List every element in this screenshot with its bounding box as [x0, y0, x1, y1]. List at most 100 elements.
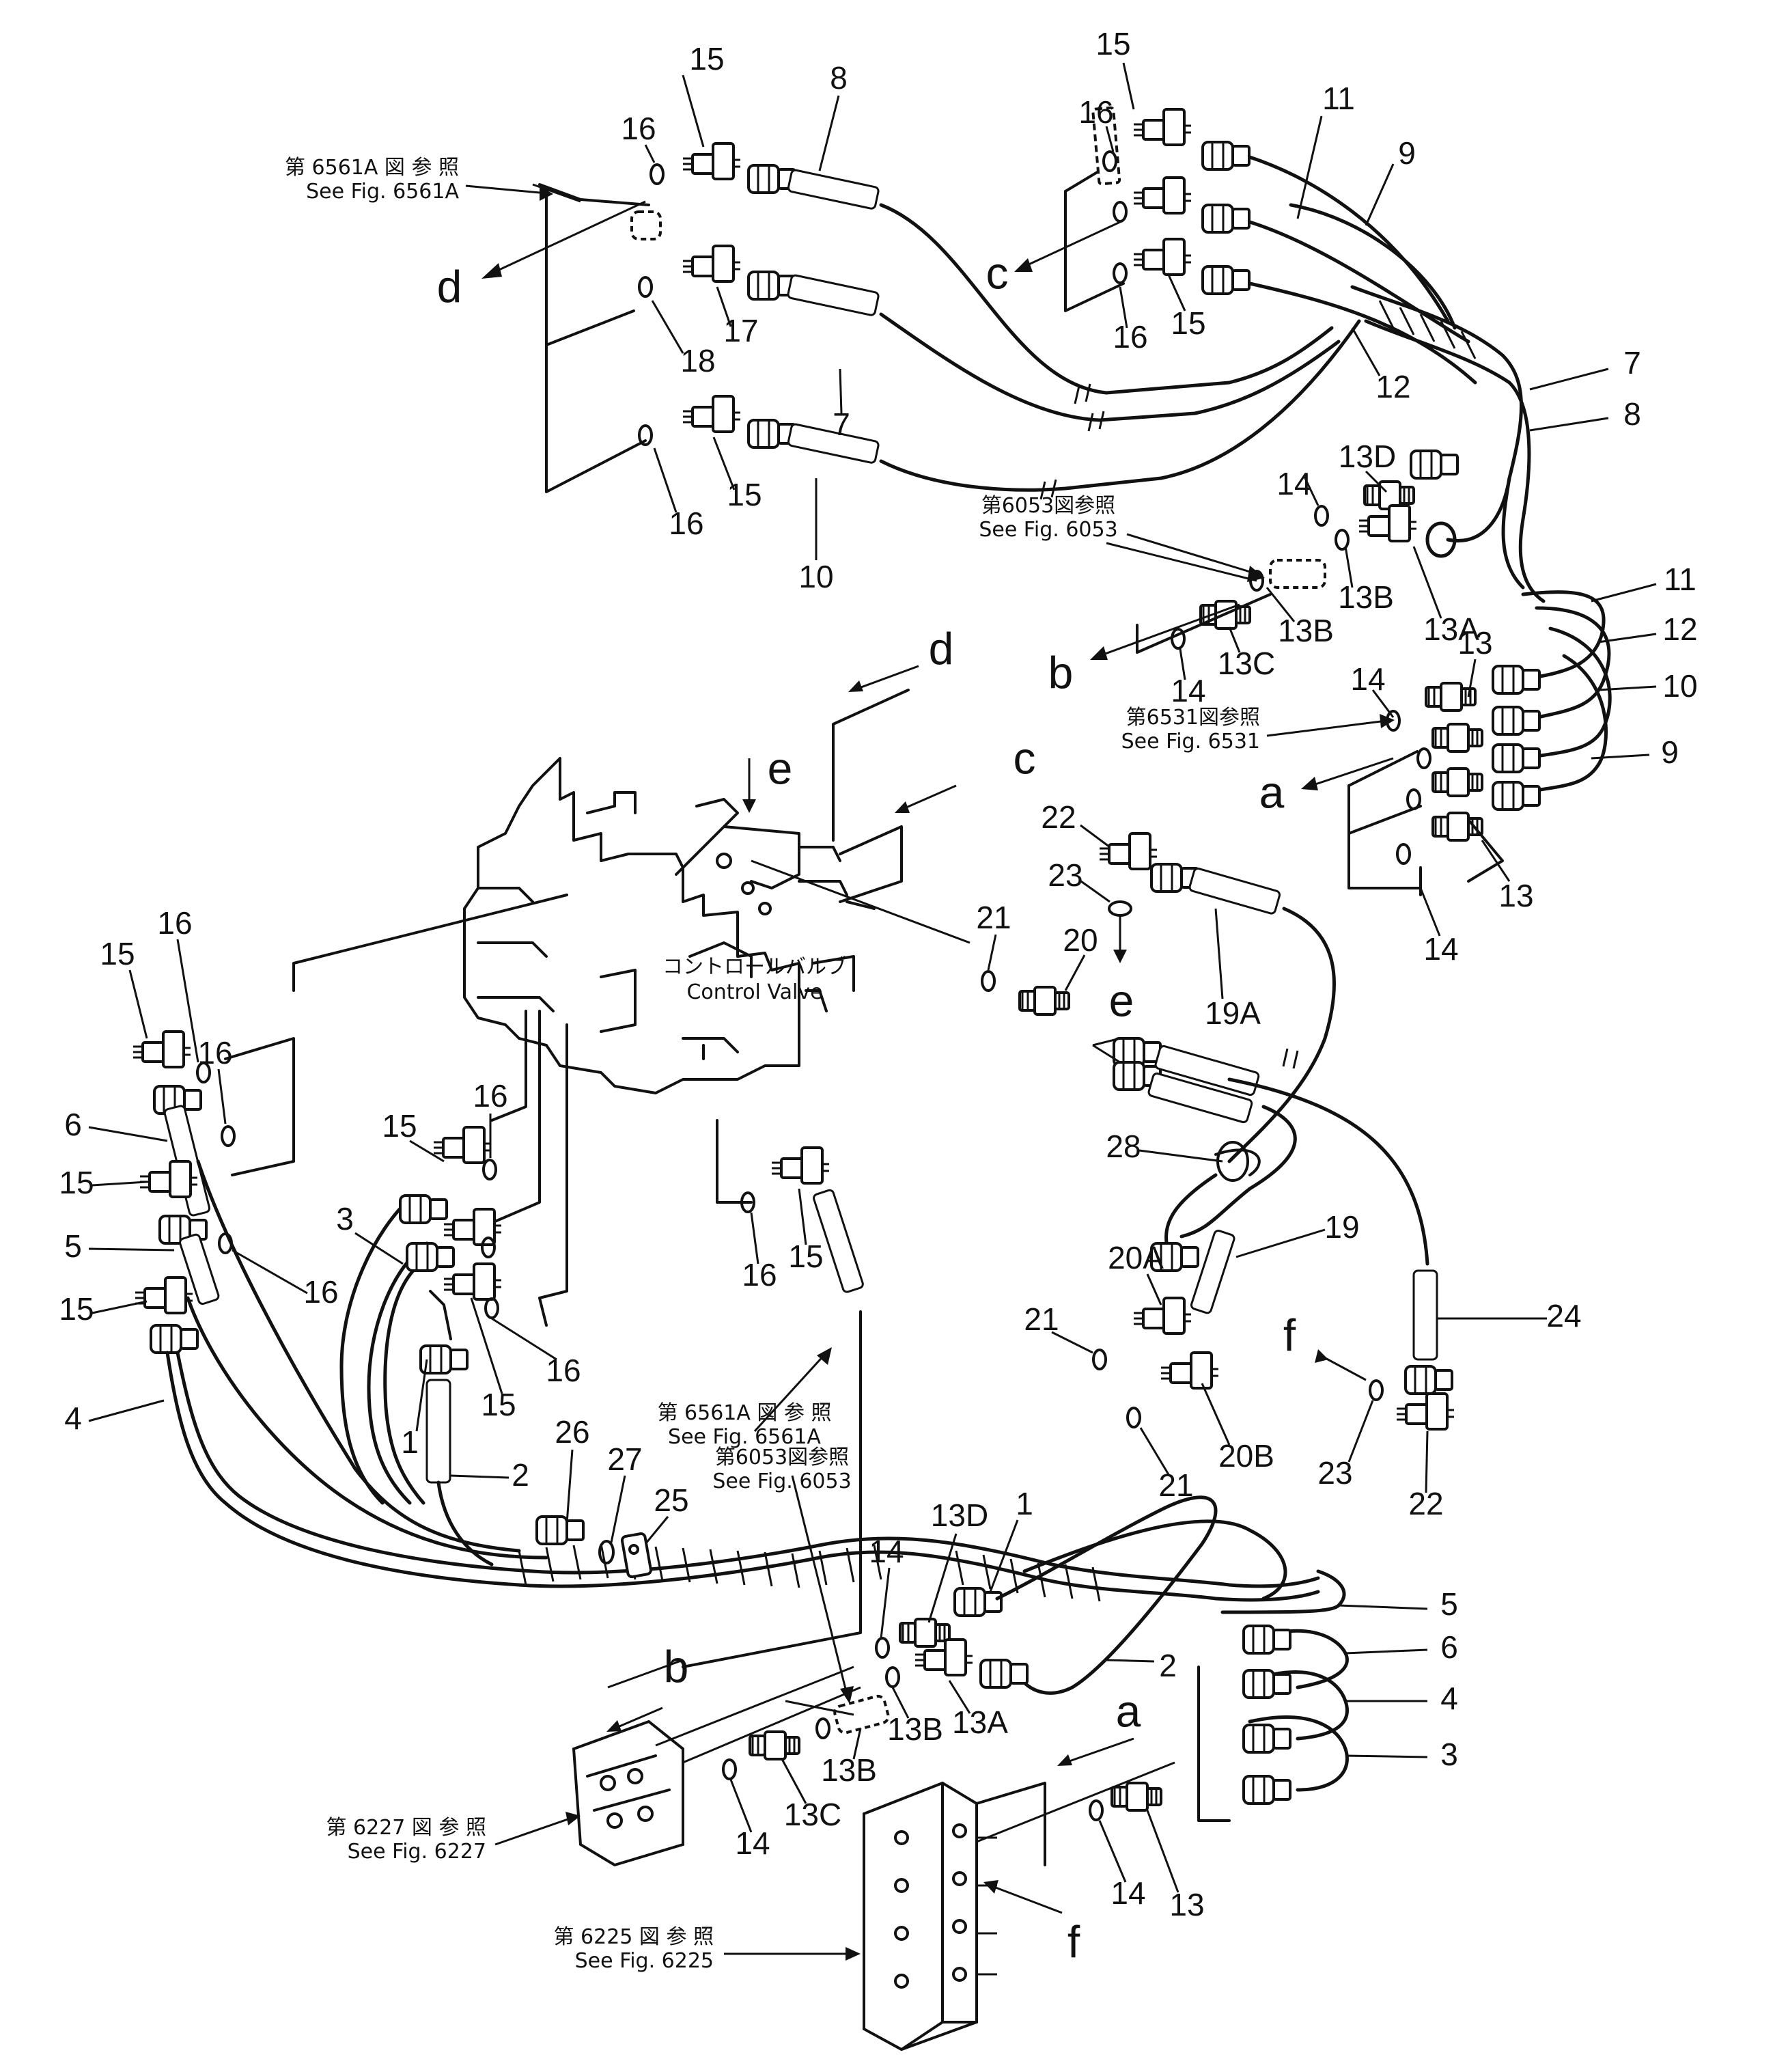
callout-15: 15: [1095, 26, 1130, 61]
middle-right-hose-group: [981, 832, 1455, 1431]
callout-leaders: [88, 62, 1657, 1893]
callout-27: 27: [607, 1441, 642, 1477]
callout-15: 15: [59, 1165, 94, 1200]
callout-9: 9: [1661, 734, 1679, 770]
callout-20A: 20A: [1108, 1240, 1164, 1275]
ref-6531-jp: 第6531図参照: [1126, 706, 1260, 730]
callout-4: 4: [1440, 1681, 1458, 1716]
callout-16: 16: [669, 506, 703, 541]
callout-23: 23: [1048, 857, 1082, 893]
control-valve-en: Control Valve: [686, 980, 822, 1004]
callout-9: 9: [1398, 135, 1416, 171]
callout-14: 14: [1171, 673, 1205, 708]
pilot-block-6227: [572, 1666, 861, 1867]
ref-6561A-en: See Fig. 6561A: [668, 1425, 821, 1449]
callout-16: 16: [303, 1274, 338, 1310]
callout-13C: 13C: [784, 1797, 841, 1832]
callout-28: 28: [1106, 1129, 1141, 1164]
callout-15: 15: [727, 477, 762, 512]
figure-references: 第 6561A 図 参 照 See Fig. 6561A 第6053図参照 Se…: [285, 156, 1260, 1973]
callout-16: 16: [473, 1078, 507, 1114]
callout-6: 6: [1440, 1629, 1458, 1665]
ref-6561A-jp: 第 6561A 図 参 照: [285, 156, 459, 180]
callout-6: 6: [64, 1107, 82, 1142]
reference-leaders: [465, 184, 1395, 1961]
top-right-hose-group: [1064, 106, 1546, 654]
callout-2: 2: [512, 1457, 529, 1493]
letter-a: a: [1259, 766, 1285, 817]
callout-15: 15: [100, 936, 135, 971]
ref-6225-en: See Fig. 6225: [575, 1949, 714, 1973]
callout-13A: 13A: [1423, 611, 1479, 647]
callout-14: 14: [1350, 661, 1385, 697]
callout-13B: 13B: [1278, 613, 1334, 648]
ref-6053-jp: 第6053図参照: [981, 494, 1115, 518]
letter-c: c: [986, 247, 1009, 298]
callout-13: 13: [1498, 878, 1533, 913]
callout-16: 16: [621, 111, 656, 146]
ref-6225-jp: 第 6225 図 参 照: [554, 1925, 714, 1949]
left-hose-group: [132, 1030, 1320, 1602]
callout-16: 16: [197, 1035, 232, 1070]
letter-d: d: [929, 623, 954, 674]
callout-16: 16: [1078, 94, 1113, 130]
arrow-f-upper: [1321, 1355, 1367, 1381]
letter-e: e: [1109, 975, 1134, 1025]
section-letters: d c b a d c e e f b a f: [437, 247, 1296, 1967]
bottom-fitting-group: [607, 1310, 1287, 1780]
callout-15: 15: [59, 1291, 94, 1327]
callout-14: 14: [1110, 1875, 1145, 1911]
section-arrows: [481, 200, 1394, 1914]
ref-6227-jp: 第 6227 図 参 照: [326, 1816, 487, 1840]
callout-24: 24: [1546, 1298, 1581, 1334]
callout-25: 25: [654, 1482, 688, 1518]
callout-16: 16: [157, 905, 192, 941]
callout-21: 21: [976, 900, 1011, 935]
ref-6053-en: See Fig. 6053: [712, 1469, 851, 1493]
callout-14: 14: [735, 1825, 770, 1861]
callout-4: 4: [64, 1400, 82, 1436]
callout-15: 15: [1171, 305, 1205, 341]
callout-20: 20: [1063, 922, 1098, 958]
ref-6561A-jp: 第 6561A 図 参 照: [657, 1401, 831, 1425]
callout-13D: 13D: [931, 1497, 988, 1533]
callout-10: 10: [1662, 668, 1697, 704]
ref-6531-en: See Fig. 6531: [1121, 730, 1260, 754]
letter-d: d: [437, 261, 462, 312]
control-valve-jp: コントロールバルブ: [662, 955, 847, 979]
letter-f: f: [1067, 1916, 1080, 1967]
callout-18: 18: [680, 343, 715, 378]
callout-26: 26: [555, 1414, 589, 1450]
callout-16: 16: [742, 1257, 777, 1293]
callout-2: 2: [1159, 1648, 1177, 1683]
callout-5: 5: [64, 1228, 82, 1264]
callout-12: 12: [1375, 369, 1410, 404]
callout-23: 23: [1317, 1455, 1352, 1491]
callout-16: 16: [546, 1353, 581, 1388]
letter-e: e: [768, 743, 793, 793]
callout-21: 21: [1024, 1301, 1059, 1337]
callout-19A: 19A: [1205, 995, 1261, 1031]
callout-11: 11: [1322, 81, 1355, 116]
letter-a: a: [1116, 1685, 1141, 1736]
callout-13: 13: [1457, 625, 1492, 661]
callout-13A: 13A: [952, 1704, 1008, 1740]
callout-8: 8: [830, 60, 848, 96]
bottom-right-hose-bank: [969, 1569, 1349, 1846]
callout-13: 13: [1169, 1887, 1204, 1922]
ref-6053-jp: 第6053図参照: [715, 1446, 849, 1469]
control-valve: [224, 689, 970, 1327]
callout-15: 15: [382, 1108, 417, 1144]
callout-16: 16: [1113, 319, 1147, 355]
callout-3: 3: [336, 1201, 354, 1237]
callout-5: 5: [1440, 1586, 1458, 1622]
callout-12: 12: [1662, 611, 1697, 647]
callout-8: 8: [1623, 396, 1641, 432]
callout-3: 3: [1440, 1737, 1458, 1772]
callout-22: 22: [1041, 799, 1076, 835]
callout-14: 14: [1423, 931, 1458, 967]
ref-6227-en: See Fig. 6227: [348, 1840, 486, 1864]
callout-14: 14: [1276, 466, 1311, 501]
ref-6561A-en: See Fig. 6561A: [306, 180, 459, 204]
